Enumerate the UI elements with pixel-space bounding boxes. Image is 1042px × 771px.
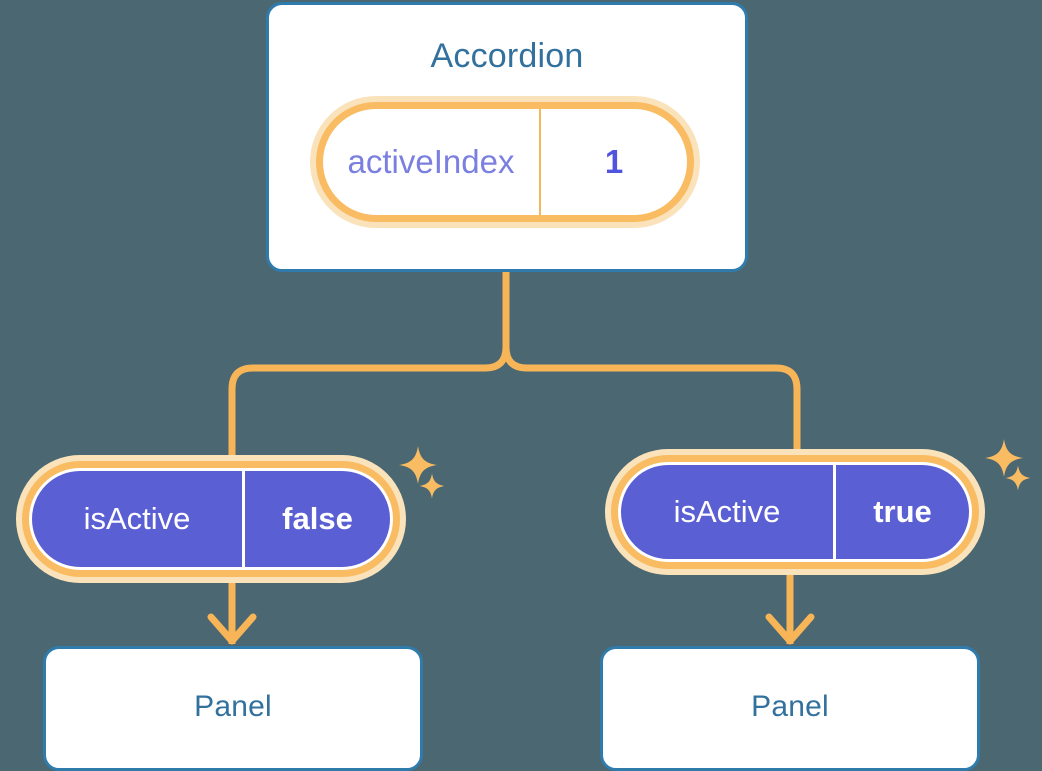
- sparkle-icon-left-large: [399, 446, 437, 484]
- state-pill-ring: isActive false: [22, 461, 400, 577]
- panel-title: Panel: [194, 690, 272, 723]
- arrow-down-icon-right: [765, 575, 815, 645]
- sparkle-icon-right-small: [1005, 465, 1031, 491]
- state-pill-inner: isActive false: [29, 468, 393, 570]
- arrow-down-icon-left: [207, 583, 257, 645]
- connector-trunk-split: [502, 268, 801, 456]
- state-pill-inner: activeIndex 1: [323, 109, 687, 215]
- state-pill-is-active-false[interactable]: isActive false: [16, 455, 406, 583]
- sparkle-icon-left-small: [419, 473, 445, 499]
- state-key-label: activeIndex: [347, 143, 515, 180]
- state-value-label: false: [242, 471, 390, 567]
- sparkle-icon-right-large: [985, 439, 1023, 477]
- state-pill-ring: isActive true: [611, 455, 979, 569]
- accordion-title: Accordion: [430, 37, 584, 75]
- state-key-label: isActive: [673, 494, 781, 529]
- panel-card-left[interactable]: Panel: [43, 646, 423, 771]
- state-value-label: true: [833, 465, 969, 559]
- state-key-label: isActive: [83, 501, 191, 536]
- connector-branch-left: [228, 343, 510, 462]
- state-value-label: 1: [539, 109, 687, 215]
- state-pill-active-index[interactable]: activeIndex 1: [310, 96, 700, 228]
- state-pill-inner: isActive true: [618, 462, 972, 562]
- panel-title: Panel: [751, 690, 829, 723]
- state-pill-ring: activeIndex 1: [316, 102, 694, 222]
- state-pill-is-active-true[interactable]: isActive true: [605, 449, 985, 575]
- panel-card-right[interactable]: Panel: [600, 646, 980, 771]
